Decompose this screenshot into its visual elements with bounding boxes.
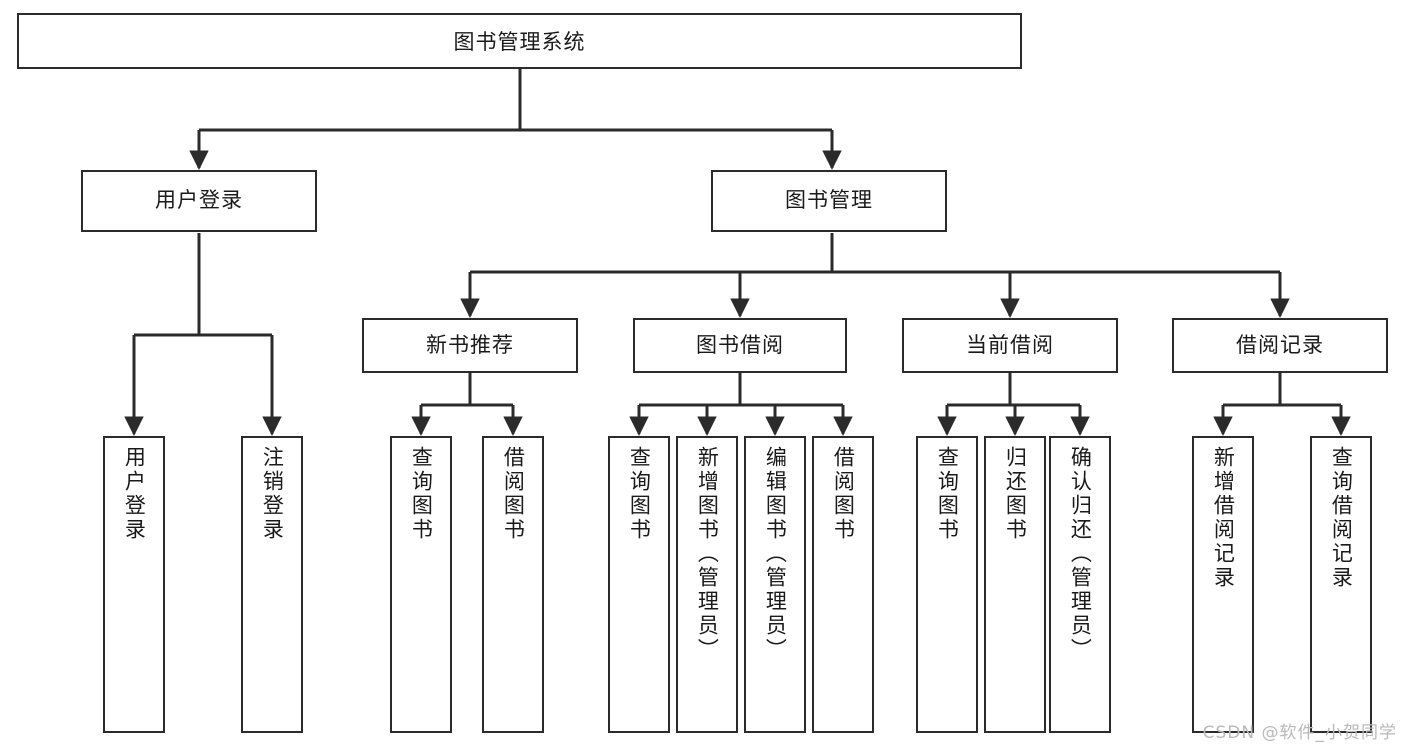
node-book-borrow-label: 图书借阅 (696, 332, 784, 357)
node-book-manage-label: 图书管理 (785, 188, 873, 213)
node-user-login-label: 用户登录 (155, 188, 243, 213)
node-root[interactable]: 图书管理系统 (17, 13, 1022, 69)
node-leaf-edit-book[interactable]: 编辑图书（管理员） (744, 436, 806, 733)
node-book-manage[interactable]: 图书管理 (711, 170, 947, 232)
node-leaf-user-logout-label: 注销登录 (260, 446, 285, 542)
node-current-borrow-label: 当前借阅 (966, 332, 1054, 357)
node-leaf-user-login[interactable]: 用户登录 (103, 436, 165, 733)
node-leaf-query-record[interactable]: 查询借阅记录 (1310, 436, 1372, 733)
node-leaf-query-book-3[interactable]: 查询图书 (916, 436, 978, 733)
node-leaf-query-record-label: 查询借阅记录 (1329, 446, 1354, 590)
node-leaf-query-book-2-label: 查询图书 (627, 446, 652, 542)
node-leaf-confirm-return[interactable]: 确认归还（管理员） (1049, 436, 1111, 733)
node-leaf-edit-book-label: 编辑图书（管理员） (763, 446, 788, 662)
node-leaf-query-book-1-label: 查询图书 (409, 446, 434, 542)
watermark-text: CSDN @软件_小贺同学 (1202, 723, 1397, 743)
node-leaf-add-record[interactable]: 新增借阅记录 (1192, 436, 1254, 733)
node-leaf-add-record-label: 新增借阅记录 (1211, 446, 1236, 590)
node-leaf-query-book-3-label: 查询图书 (935, 446, 960, 542)
node-leaf-return-book-label: 归还图书 (1003, 446, 1028, 542)
node-new-book-recommend[interactable]: 新书推荐 (362, 318, 578, 373)
node-leaf-borrow-book-2-label: 借阅图书 (831, 446, 856, 542)
node-current-borrow[interactable]: 当前借阅 (902, 318, 1118, 373)
node-borrow-record-label: 借阅记录 (1236, 332, 1324, 357)
node-leaf-return-book[interactable]: 归还图书 (984, 436, 1046, 733)
node-borrow-record[interactable]: 借阅记录 (1172, 318, 1388, 373)
node-leaf-user-login-label: 用户登录 (122, 446, 147, 542)
node-book-borrow[interactable]: 图书借阅 (633, 318, 847, 373)
node-new-book-recommend-label: 新书推荐 (426, 332, 514, 357)
node-user-login[interactable]: 用户登录 (81, 170, 317, 232)
node-leaf-confirm-return-label: 确认归还（管理员） (1068, 446, 1093, 662)
node-leaf-query-book-2[interactable]: 查询图书 (608, 436, 670, 733)
node-leaf-borrow-book-1[interactable]: 借阅图书 (482, 436, 544, 733)
node-leaf-add-book[interactable]: 新增图书（管理员） (676, 436, 738, 733)
node-leaf-add-book-label: 新增图书（管理员） (695, 446, 720, 662)
node-leaf-borrow-book-1-label: 借阅图书 (501, 446, 526, 542)
node-leaf-user-logout[interactable]: 注销登录 (241, 436, 303, 733)
node-leaf-query-book-1[interactable]: 查询图书 (390, 436, 452, 733)
node-leaf-borrow-book-2[interactable]: 借阅图书 (812, 436, 874, 733)
node-root-label: 图书管理系统 (453, 30, 586, 54)
